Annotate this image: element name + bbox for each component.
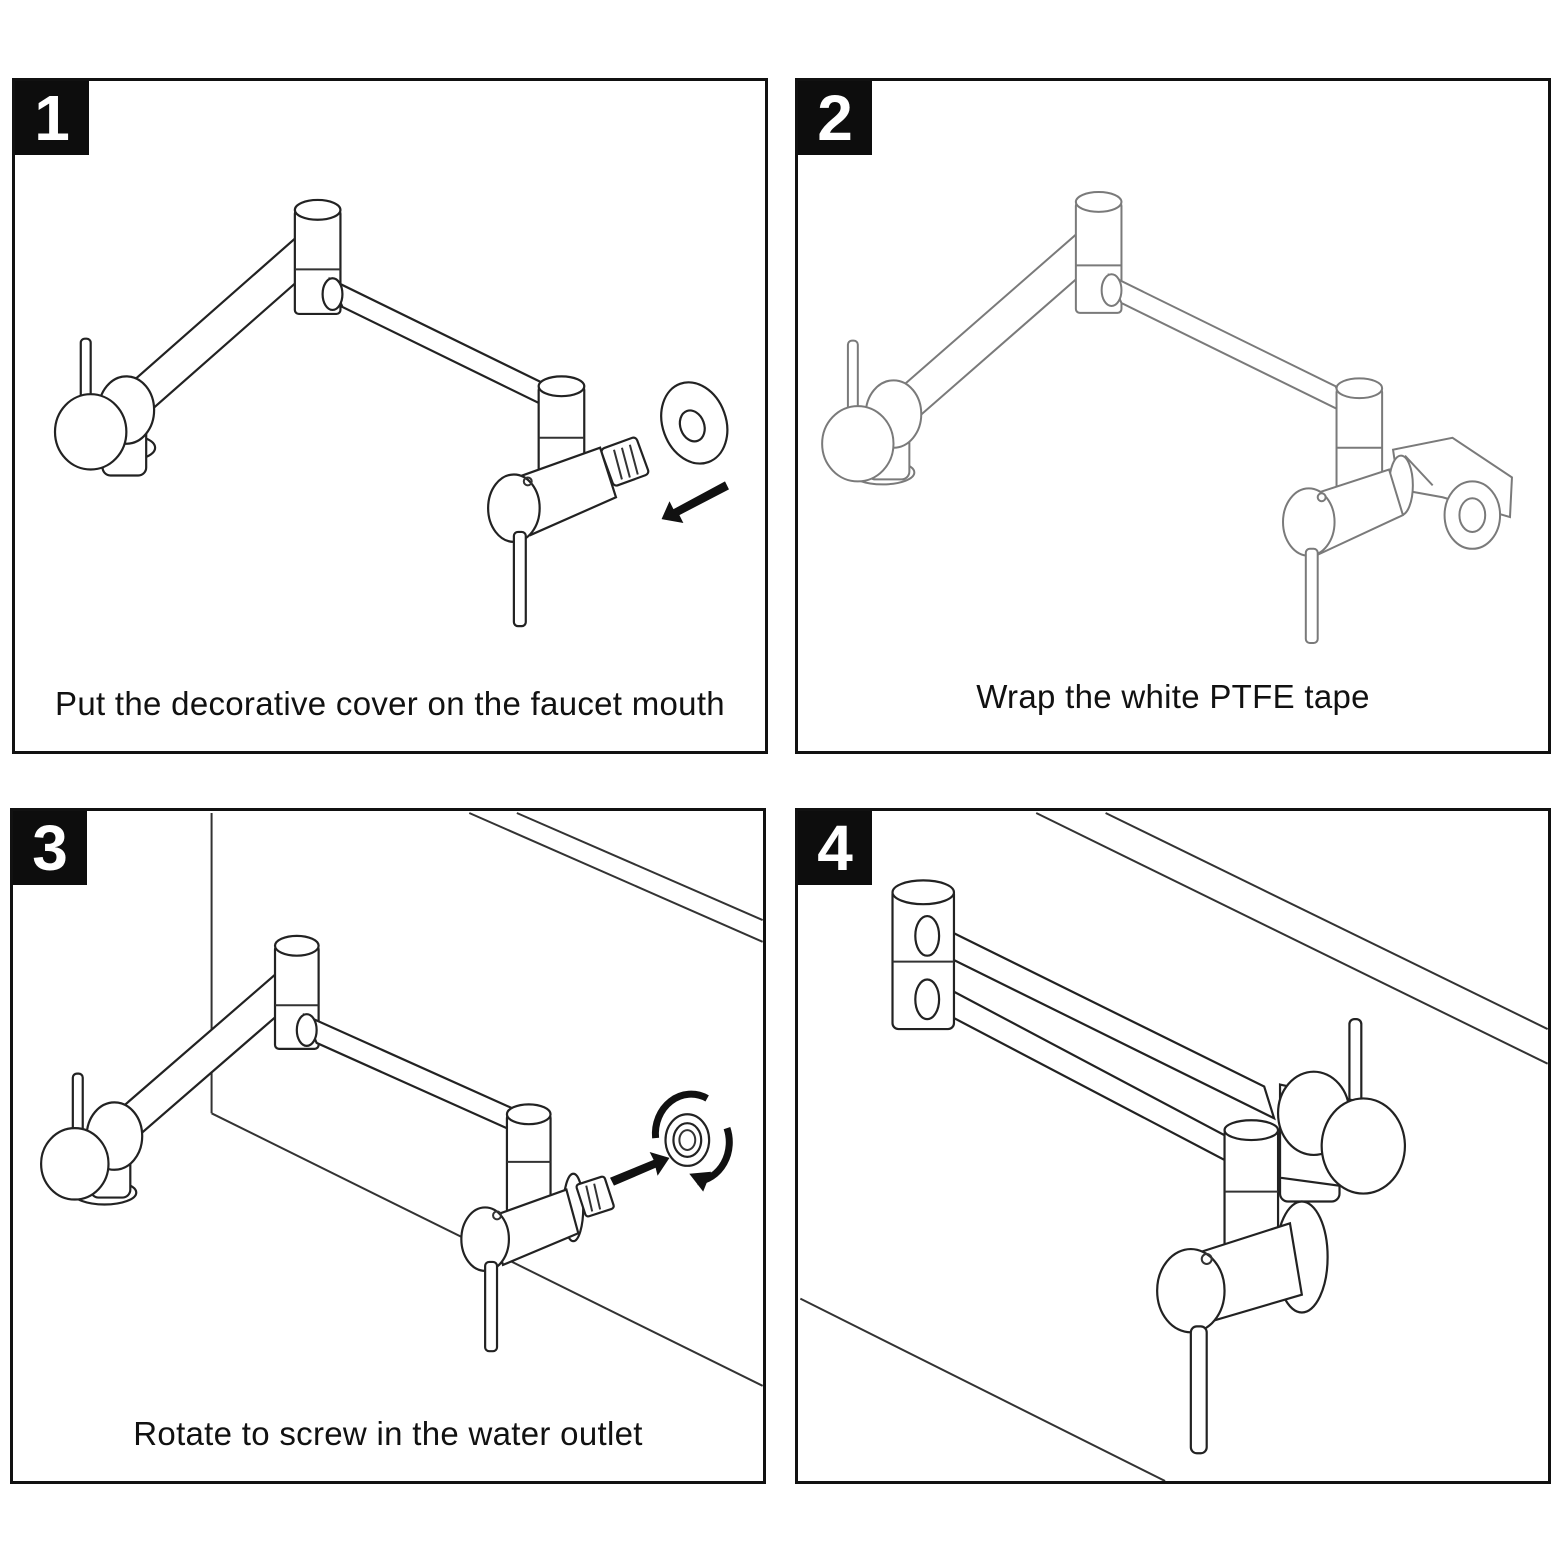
step-3-number-badge: 3 bbox=[13, 811, 87, 885]
step-3-caption: Rotate to screw in the water outlet bbox=[133, 1415, 643, 1452]
step-1-faucet-illustration bbox=[15, 81, 729, 751]
step-3-faucet-illustration bbox=[13, 811, 763, 1481]
step-3-panel: 3 Rotate to bbox=[10, 808, 766, 1484]
step-1-caption: Put the decorative cover on the faucet m… bbox=[55, 685, 725, 722]
step-2-panel: 2 Wrap the white PTFE tape bbox=[795, 78, 1551, 754]
step-4-number-badge: 4 bbox=[798, 811, 872, 885]
step-4-faucet-illustration bbox=[798, 811, 1548, 1481]
step-2-number-badge: 2 bbox=[798, 81, 872, 155]
step-1-panel: 1 Put the de bbox=[12, 78, 768, 754]
step-1-number-badge: 1 bbox=[15, 81, 89, 155]
step-2-caption: Wrap the white PTFE tape bbox=[976, 678, 1370, 715]
step-2-faucet-illustration bbox=[798, 81, 1548, 751]
step-4-panel: 4 bbox=[795, 808, 1551, 1484]
